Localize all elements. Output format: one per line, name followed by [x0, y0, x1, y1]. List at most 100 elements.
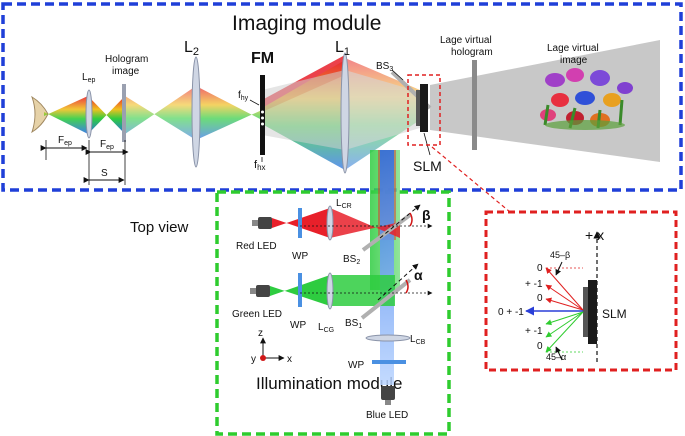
- beta-label: β: [422, 207, 431, 223]
- l2-label: L2: [184, 39, 199, 58]
- illumination-module-title: Illumination module: [256, 374, 402, 393]
- lens-l2: [191, 56, 201, 168]
- fhx-label: fhx: [254, 159, 266, 172]
- bs3-label: BS3: [376, 61, 393, 73]
- lep-label: Lep: [82, 72, 95, 84]
- slm-inset-frame: [484, 210, 678, 372]
- alpha-label: α: [414, 267, 423, 283]
- inset-plus-x-label: + x: [585, 227, 604, 243]
- beta-axis: [379, 204, 421, 239]
- axis-y-dot: [260, 355, 266, 361]
- lens-lcb: [365, 334, 411, 342]
- green-led-pin: [250, 288, 256, 294]
- beam-grey-cross: [262, 70, 345, 150]
- inset-green-ray-3: [545, 311, 584, 353]
- wp-blue-label: WP: [348, 360, 364, 371]
- beam-vertical-blue: [380, 150, 394, 385]
- beam-to-l2: [125, 86, 196, 140]
- bs2-label: BS2: [343, 254, 360, 266]
- slm-zoom-region: [407, 74, 441, 146]
- axis-x-label: x: [287, 354, 292, 365]
- blue-led: [381, 386, 395, 400]
- beam-hologram-image: [88, 96, 125, 134]
- lens-lep: [85, 89, 93, 139]
- alpha-axis: [377, 263, 419, 301]
- fep-label-1: Fep: [58, 135, 72, 147]
- bs1-label: BS1: [345, 318, 362, 330]
- inset-red-ray-2: [545, 284, 584, 311]
- inset-beta-pointer: [555, 261, 563, 276]
- fep-label-2: Fep: [100, 139, 114, 151]
- inset-order-pm1-low: + -1: [525, 326, 543, 337]
- zoom-connector: [431, 146, 511, 213]
- wp-red-label: WP: [292, 251, 308, 262]
- blue-led-label: Blue LED: [366, 410, 408, 421]
- waveplate-red: [298, 208, 302, 238]
- virtual-image-label-1: Lage virtual: [547, 43, 599, 54]
- virtual-image-cone: [430, 40, 660, 162]
- virtual-hologram-plate: [472, 60, 477, 150]
- blue-led-pin: [385, 400, 391, 405]
- fhy-label: fhy: [238, 90, 249, 102]
- virtual-image-label-2: image: [560, 55, 588, 66]
- slm-label: SLM: [413, 158, 442, 174]
- inset-order-pm1-top: + -1: [525, 279, 543, 290]
- axis-y-label: y: [251, 354, 256, 365]
- axis-z-label: z: [258, 328, 263, 339]
- lcr-label: LCR: [336, 198, 352, 210]
- inset-angle-alpha: 45–α: [546, 352, 566, 362]
- inset-slm-backplate: [583, 287, 588, 337]
- beam-splitter-bs1: [360, 278, 412, 320]
- lens-l1: [340, 52, 350, 174]
- inset-red-ray-1: [545, 267, 584, 311]
- inset-angle-beta: 45–β: [550, 250, 570, 260]
- inset-red-ray-3: [545, 297, 584, 311]
- lcb-label: LCB: [410, 334, 426, 346]
- fourier-mask: [260, 75, 265, 155]
- beam-l2-to-fm: [196, 86, 262, 140]
- inset-green-ray-2: [545, 311, 584, 338]
- imaging-module-frame: [1, 2, 683, 192]
- inset-alpha-pointer: [555, 346, 563, 361]
- green-led-label: Green LED: [232, 309, 282, 320]
- illumination-module-frame: [215, 190, 451, 436]
- virtual-image-flowers: [540, 68, 633, 130]
- hologram-image-plate: [122, 84, 126, 142]
- virtual-hologram-label-2: hologram: [451, 47, 493, 58]
- inset-green-ray-1: [545, 311, 584, 326]
- l1-label: L1: [335, 39, 350, 58]
- lens-lcr: [326, 205, 334, 241]
- waveplate-green: [298, 273, 302, 307]
- beam-eyepiece: [44, 96, 88, 134]
- red-led: [258, 217, 272, 229]
- beam-red-collimated: [330, 208, 400, 238]
- wp-green-label: WP: [290, 320, 306, 331]
- inset-slm-device: [588, 280, 597, 344]
- slm-device: [420, 84, 428, 132]
- lcg-label: LCG: [318, 322, 334, 334]
- top-view-label: Top view: [130, 219, 189, 236]
- slm-backplate: [416, 90, 420, 126]
- beam-green-collimated: [330, 275, 395, 306]
- fm-dots: [261, 110, 264, 126]
- inset-slm-label: SLM: [602, 307, 627, 321]
- alpha-arc: [405, 279, 409, 294]
- lens-lcg: [326, 272, 334, 310]
- beam-grey-slm: [345, 70, 420, 150]
- hologram-image-label-1: Hologram: [105, 54, 148, 65]
- inset-order-zero-top: 0: [537, 263, 543, 274]
- fhy-pointer: [249, 99, 260, 106]
- waveplate-blue: [372, 360, 406, 364]
- hologram-image-label-2: image: [112, 66, 140, 77]
- eye-icon: [31, 95, 49, 134]
- slm-pointer: [423, 132, 431, 156]
- bs3-pointer: [391, 69, 404, 81]
- inset-order-center: 0 + -1: [498, 307, 524, 318]
- virtual-hologram-label-1: Lage virtual: [440, 35, 492, 46]
- red-led-pin: [252, 220, 258, 226]
- fm-label: FM: [251, 50, 274, 67]
- red-led-label: Red LED: [236, 241, 277, 252]
- imaging-module-title: Imaging module: [232, 12, 381, 35]
- s-label: S: [101, 168, 108, 179]
